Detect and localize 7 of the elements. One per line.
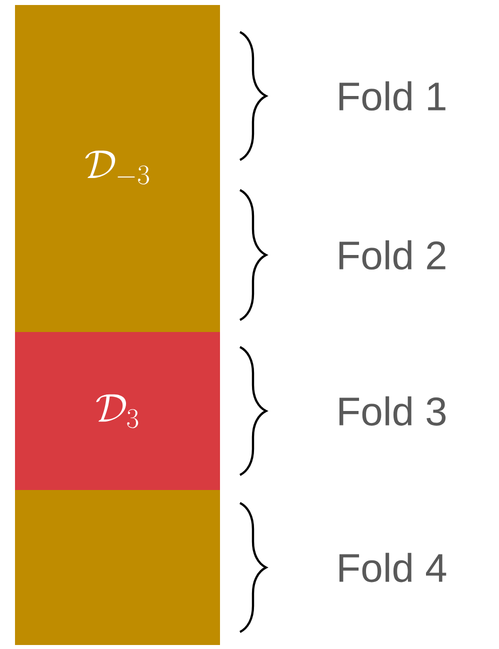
fold-label: Fold 4	[339, 552, 446, 582]
fold-label: Fold 1	[339, 81, 446, 111]
bar-segment	[15, 490, 220, 645]
fold-label: Fold 2	[339, 240, 446, 270]
bar-segment: $\mathcal{D}_{3}$	[15, 332, 220, 490]
fold-label: Fold 3	[339, 396, 446, 426]
bar-segment: $\mathcal{D}_{-3}$	[15, 5, 220, 332]
